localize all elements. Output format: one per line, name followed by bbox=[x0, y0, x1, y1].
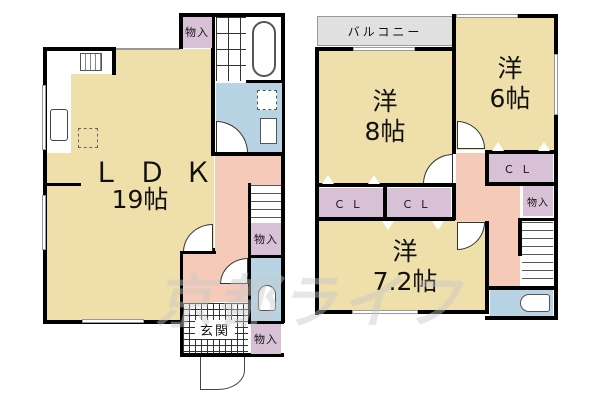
wall bbox=[485, 286, 557, 290]
closet-door-marker bbox=[432, 221, 444, 230]
storage-bottom-label: 物入 bbox=[254, 333, 278, 346]
ldk-size: 19帖 bbox=[111, 185, 169, 214]
wall bbox=[180, 251, 183, 356]
wall bbox=[248, 183, 251, 323]
wall bbox=[518, 218, 556, 221]
stairs-1f[interactable] bbox=[250, 185, 281, 223]
wall bbox=[452, 183, 456, 220]
wall bbox=[246, 80, 284, 83]
balcony-label: バルコニー bbox=[347, 25, 423, 39]
storage-bottom bbox=[251, 323, 281, 354]
bathroom-shower bbox=[216, 17, 246, 81]
wall bbox=[315, 47, 353, 51]
wall bbox=[180, 353, 284, 357]
wall bbox=[179, 13, 284, 17]
wall bbox=[214, 152, 284, 156]
closet-door-marker bbox=[538, 142, 550, 151]
storage-mid bbox=[251, 223, 281, 255]
balcony bbox=[317, 16, 453, 46]
closet-a bbox=[319, 188, 383, 218]
closet-c-label: ＣＬ bbox=[503, 163, 538, 176]
kitchen-sink bbox=[50, 109, 68, 141]
closet-door-marker bbox=[322, 175, 334, 184]
ldk-label: ＬＤＫ bbox=[92, 156, 231, 189]
fridge-space bbox=[78, 128, 98, 148]
storage-top bbox=[182, 16, 212, 48]
wall bbox=[43, 47, 115, 51]
wall bbox=[112, 47, 116, 75]
storage-2f-label: 物入 bbox=[527, 198, 549, 209]
bathtub bbox=[252, 21, 276, 77]
kitchen-stove bbox=[80, 53, 102, 71]
hallway-2f-mid bbox=[452, 183, 488, 223]
closet-b bbox=[387, 188, 451, 218]
wall bbox=[554, 115, 558, 320]
closet-b-label: ＣＬ bbox=[402, 198, 436, 211]
window-room-8-top bbox=[353, 47, 415, 51]
stairs-2f[interactable] bbox=[522, 222, 553, 286]
wall bbox=[452, 14, 456, 154]
closet-door-marker bbox=[368, 175, 380, 184]
wall bbox=[281, 13, 285, 323]
window-room-6-right bbox=[554, 54, 558, 115]
wall bbox=[383, 183, 387, 220]
wall bbox=[485, 182, 557, 186]
wall bbox=[485, 150, 489, 186]
watermark: 京都ライフ bbox=[155, 268, 466, 336]
closet-door-marker bbox=[492, 142, 504, 151]
wall bbox=[45, 183, 81, 186]
toilet-bowl-1f bbox=[258, 285, 276, 311]
wall bbox=[518, 218, 522, 256]
window-bottom bbox=[82, 319, 144, 323]
closet-door-marker bbox=[382, 221, 394, 230]
storage-top-label: 物入 bbox=[185, 26, 209, 39]
window-left bbox=[42, 85, 46, 150]
storage-mid-label: 物入 bbox=[254, 233, 278, 246]
hallway-2f-lower bbox=[486, 183, 520, 288]
wall bbox=[248, 255, 284, 258]
wall bbox=[315, 47, 319, 315]
closet-c bbox=[488, 153, 553, 183]
wall bbox=[554, 14, 558, 54]
room-72-size: 7.2帖 bbox=[372, 267, 438, 296]
room-72-name: 洋 bbox=[392, 237, 418, 266]
room-6-name: 洋 bbox=[497, 54, 523, 83]
wall bbox=[211, 14, 215, 156]
room-8-name: 洋 bbox=[372, 87, 398, 116]
wall bbox=[180, 251, 216, 254]
window-left-lower bbox=[42, 195, 46, 250]
storage-2f bbox=[523, 186, 553, 216]
wall bbox=[485, 150, 557, 154]
entrance-label: 玄関 bbox=[195, 320, 235, 339]
western-room-8 bbox=[319, 50, 453, 184]
wall bbox=[415, 47, 455, 51]
wall bbox=[485, 221, 489, 313]
room-8-size: 8帖 bbox=[364, 117, 406, 146]
window-room-72-bottom bbox=[352, 310, 418, 314]
room-6-size: 6帖 bbox=[489, 84, 531, 113]
wall bbox=[485, 316, 557, 320]
wall bbox=[518, 14, 558, 18]
entrance-door[interactable] bbox=[200, 357, 245, 390]
window-room-6-top bbox=[456, 14, 518, 18]
wall bbox=[315, 217, 455, 221]
wall bbox=[179, 13, 183, 49]
window-top bbox=[116, 48, 180, 50]
toilet-bowl-2f bbox=[520, 294, 550, 312]
washing-machine bbox=[257, 90, 277, 110]
wall bbox=[248, 321, 284, 324]
wash-basin bbox=[260, 118, 277, 144]
closet-a-label: ＣＬ bbox=[334, 198, 368, 211]
